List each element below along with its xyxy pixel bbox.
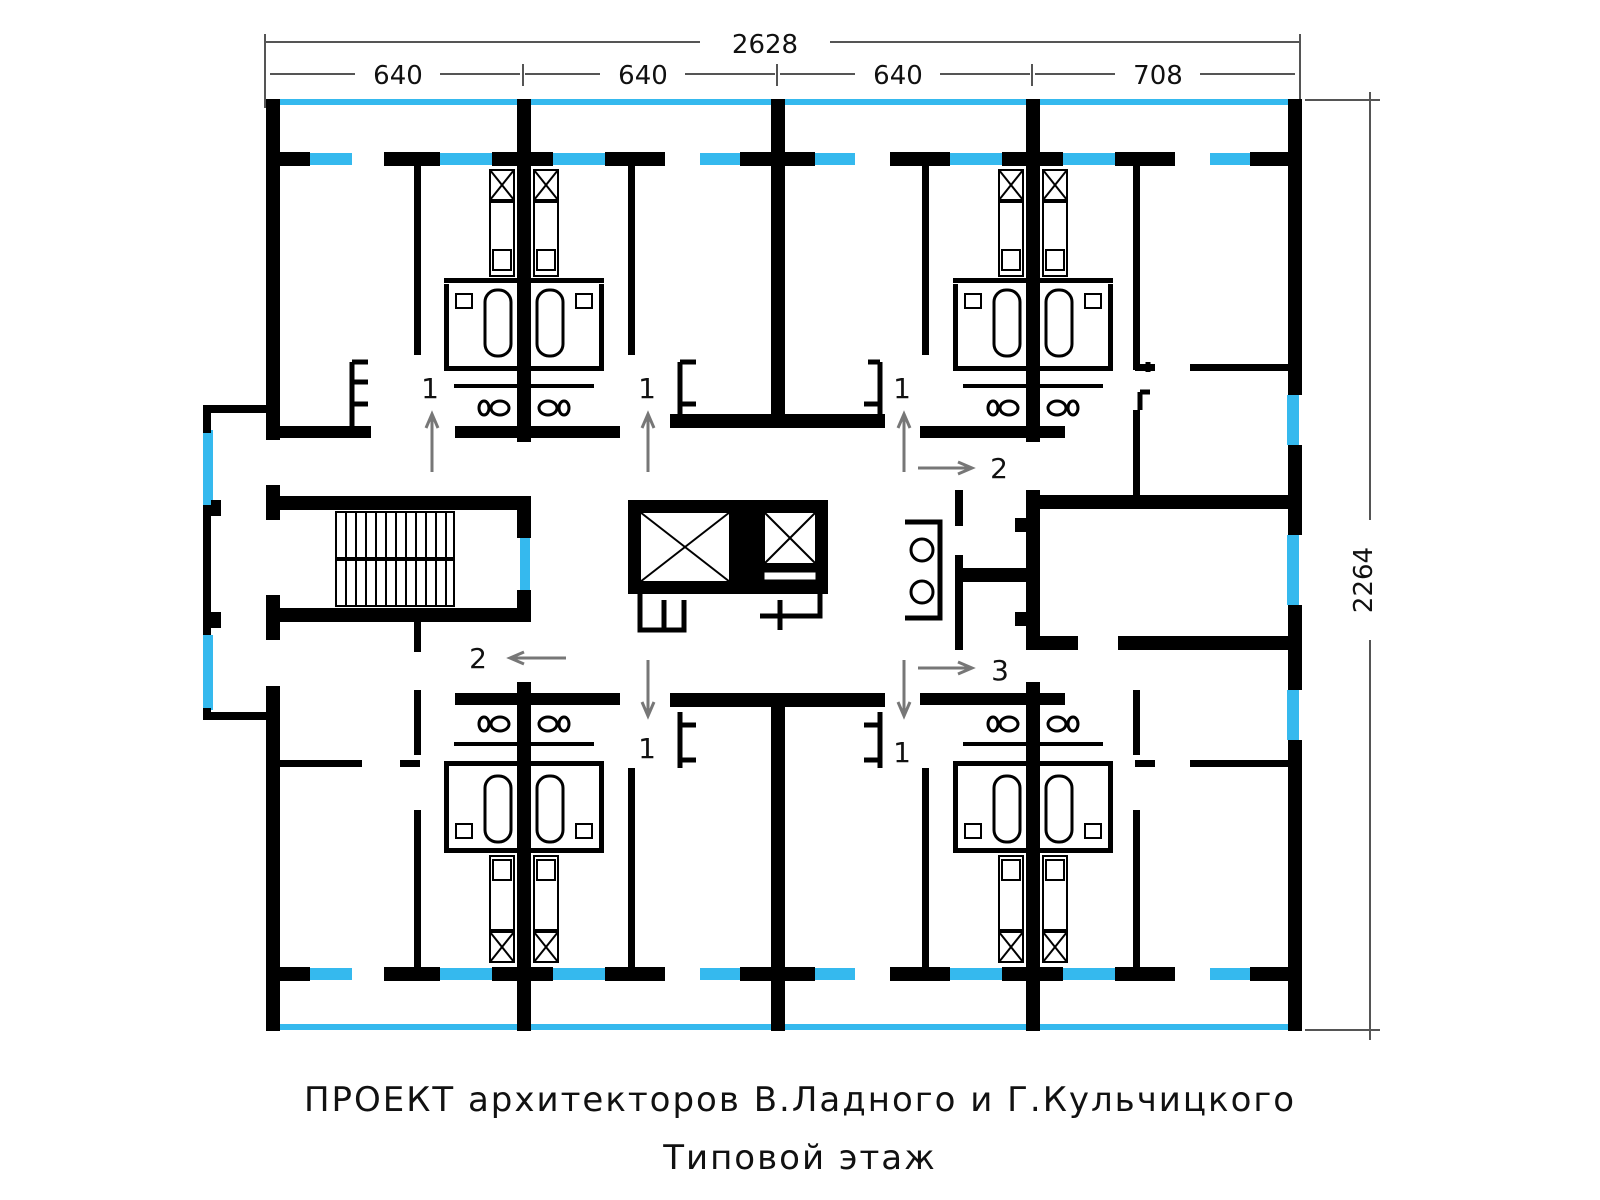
bathtub-icon — [1044, 774, 1074, 844]
toilet-tank-icon — [477, 715, 491, 733]
sink-icon — [1084, 823, 1102, 839]
toilet-icon — [998, 399, 1020, 417]
bath-wall — [953, 766, 958, 848]
bathtub-icon — [483, 774, 513, 844]
stove-icon — [1045, 249, 1065, 271]
dim-segment-1: 640 — [373, 61, 423, 91]
bath-wall — [953, 366, 1113, 371]
toilet-tank-icon — [1066, 399, 1080, 417]
sink-icon — [964, 293, 982, 309]
toilet-tank-icon — [1066, 715, 1080, 733]
bath-wall — [444, 766, 449, 848]
bath-wall — [599, 766, 604, 848]
dimension-lines — [264, 34, 1380, 1040]
toilet-tank-icon — [557, 399, 571, 417]
stove-icon — [1045, 859, 1065, 881]
stove-icon — [1001, 859, 1021, 881]
bath-wall — [444, 278, 604, 283]
caption-authors: ПРОЕКТ архитекторов В.Ладного и Г.Кульчи… — [303, 1080, 1297, 1120]
apartment-labels: 1 1 1 2 2 3 1 1 — [421, 372, 1009, 769]
apt-label-top-3: 1 — [893, 372, 911, 405]
dim-segment-2: 640 — [618, 61, 668, 91]
toilet-icon — [1046, 399, 1068, 417]
toilet-tank-icon — [986, 399, 1000, 417]
stove-icon — [1001, 249, 1021, 271]
sink-icon — [964, 823, 982, 839]
wc-wall — [454, 384, 594, 388]
bath-wall — [953, 278, 1113, 283]
vent-hatch — [1042, 169, 1068, 201]
partitions — [211, 165, 1288, 968]
toilet-icon — [1046, 715, 1068, 733]
bathtub-icon — [992, 774, 1022, 844]
toilet-tank-icon — [477, 399, 491, 417]
stove-icon — [492, 249, 512, 271]
bathtub-icon — [992, 288, 1022, 358]
utility-chutes — [905, 519, 943, 621]
wc-wall — [963, 384, 1103, 388]
dim-segment-3: 640 — [873, 61, 923, 91]
vent-hatch — [998, 169, 1024, 201]
apt-label-bottom-2: 1 — [893, 736, 911, 769]
bath-wall — [1108, 284, 1113, 366]
dim-overall-depth: 2264 — [1349, 547, 1379, 613]
apt-label-left-lower: 2 — [469, 642, 487, 675]
outer-walls — [203, 99, 1302, 1031]
apt-label-bottom-1: 1 — [638, 732, 656, 765]
toilet-icon — [537, 399, 559, 417]
bath-wall — [444, 284, 449, 366]
apt-label-right-lower: 3 — [991, 654, 1009, 687]
bath-wall — [953, 761, 1113, 766]
vent-hatch — [533, 931, 559, 963]
toilet-icon — [489, 715, 511, 733]
bath-wall — [1108, 766, 1113, 848]
caption-floor-type: Типовой этаж — [663, 1138, 937, 1178]
stove-icon — [536, 859, 556, 881]
dim-segment-4: 708 — [1133, 61, 1183, 91]
apt-label-right-upper: 2 — [990, 452, 1008, 485]
bathroom-blocks — [444, 169, 1113, 963]
bath-wall — [444, 848, 604, 853]
toilet-icon — [537, 715, 559, 733]
bath-wall — [444, 366, 604, 371]
apt-label-top-1: 1 — [421, 372, 439, 405]
bath-wall — [953, 848, 1113, 853]
bath-wall — [599, 284, 604, 366]
facade-piers — [280, 152, 1288, 981]
stove-icon — [492, 859, 512, 881]
dim-overall-width: 2628 — [732, 30, 798, 60]
bath-wall — [444, 761, 604, 766]
toilet-icon — [489, 399, 511, 417]
toilet-tank-icon — [986, 715, 1000, 733]
party-walls — [517, 99, 1040, 1031]
vent-hatch — [533, 169, 559, 201]
sink-icon — [575, 293, 593, 309]
bath-wall — [953, 284, 958, 366]
vent-hatch — [489, 931, 515, 963]
stair-flight — [335, 511, 455, 607]
sink-icon — [455, 293, 473, 309]
sink-icon — [455, 823, 473, 839]
sink-icon — [1084, 293, 1102, 309]
vent-hatch — [1042, 931, 1068, 963]
elevator-shaft — [628, 500, 828, 633]
wc-wall — [963, 742, 1103, 746]
toilet-tank-icon — [557, 715, 571, 733]
apt-label-top-2: 1 — [638, 372, 656, 405]
toilet-icon — [998, 715, 1020, 733]
wc-wall — [454, 742, 594, 746]
bathtub-icon — [535, 288, 565, 358]
entry-arrows — [424, 410, 976, 720]
bathtub-icon — [1044, 288, 1074, 358]
bathtub-icon — [483, 288, 513, 358]
vent-hatch — [489, 169, 515, 201]
sink-icon — [575, 823, 593, 839]
stove-icon — [536, 249, 556, 271]
bathtub-icon — [535, 774, 565, 844]
vent-hatch — [998, 931, 1024, 963]
